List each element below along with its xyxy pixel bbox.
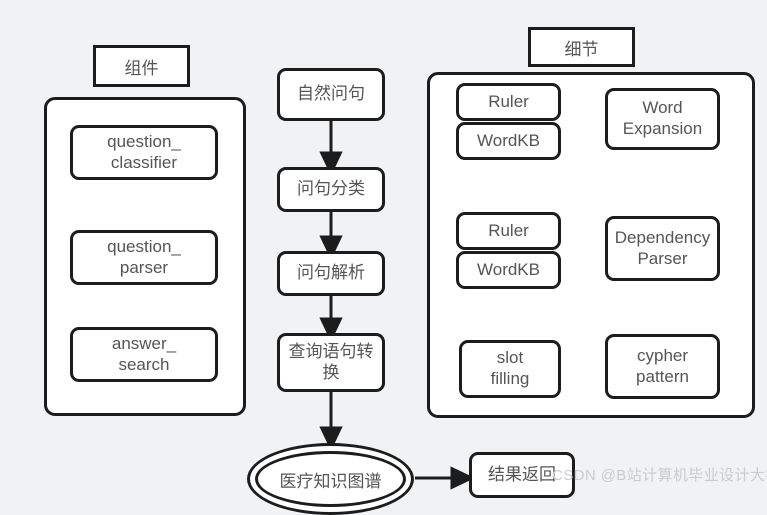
detail-row1-ruler[interactable]: Ruler	[456, 83, 561, 121]
flow-step-question-parsing-label: 问句解析	[297, 263, 365, 283]
knowledge-graph-label: 医疗知识图谱	[279, 471, 382, 491]
detail-row3-slot-filling-label: slot filling	[490, 348, 530, 388]
component-question-classifier[interactable]: question_ classifier	[70, 125, 218, 180]
detail-row2-wordkb[interactable]: WordKB	[456, 251, 561, 289]
flow-step-query-conversion[interactable]: 查询语句转 换	[277, 333, 385, 392]
detail-row2-ruler-label: Ruler	[488, 220, 529, 240]
components-title-box: 组件	[93, 45, 190, 87]
component-answer-search[interactable]: answer_ search	[70, 327, 218, 382]
detail-row1-word-expansion[interactable]: Word Expansion	[605, 88, 720, 150]
detail-row1-wordkb-label: WordKB	[477, 130, 540, 150]
component-question-parser[interactable]: question_ parser	[70, 230, 218, 285]
flow-step-query-conversion-label: 查询语句转 换	[288, 341, 374, 382]
component-answer-search-label: answer_ search	[111, 333, 177, 374]
detail-row2-ruler[interactable]: Ruler	[456, 212, 561, 250]
flow-step-question-parsing[interactable]: 问句解析	[277, 251, 385, 296]
knowledge-graph-node[interactable]: 医疗知识图谱	[247, 443, 414, 515]
detail-row3-cypher-pattern[interactable]: cypher pattern	[605, 334, 720, 399]
component-question-classifier-label: question_ classifier	[107, 131, 181, 172]
knowledge-graph-inner-ring: 医疗知识图谱	[255, 451, 406, 507]
detail-row2-wordkb-label: WordKB	[477, 259, 540, 279]
detail-row1-word-expansion-label: Word Expansion	[622, 98, 703, 138]
diagram-canvas: 组件 question_ classifier question_ parser…	[44, 27, 767, 515]
detail-row1-wordkb[interactable]: WordKB	[456, 122, 561, 160]
details-title-label: 细节	[564, 39, 599, 59]
flow-step-question-classification-label: 问句分类	[297, 179, 365, 199]
details-title-box: 细节	[528, 27, 635, 67]
detail-row2-dependency-parser[interactable]: Dependency Parser	[605, 216, 720, 281]
component-question-parser-label: question_ parser	[107, 236, 181, 277]
detail-row3-cypher-pattern-label: cypher pattern	[636, 345, 689, 386]
result-return-label: 结果返回	[488, 464, 556, 484]
detail-row2-dependency-parser-label: Dependency Parser	[614, 227, 711, 268]
detail-row1-ruler-label: Ruler	[488, 91, 529, 111]
flow-step-natural-question[interactable]: 自然问句	[277, 68, 385, 121]
flow-step-question-classification[interactable]: 问句分类	[277, 167, 385, 212]
flow-step-natural-question-label: 自然问句	[297, 84, 365, 104]
watermark-text: CSDN @B站计算机毕业设计大学	[552, 467, 767, 484]
components-title-label: 组件	[124, 58, 159, 78]
detail-row3-slot-filling[interactable]: slot filling	[459, 340, 561, 398]
